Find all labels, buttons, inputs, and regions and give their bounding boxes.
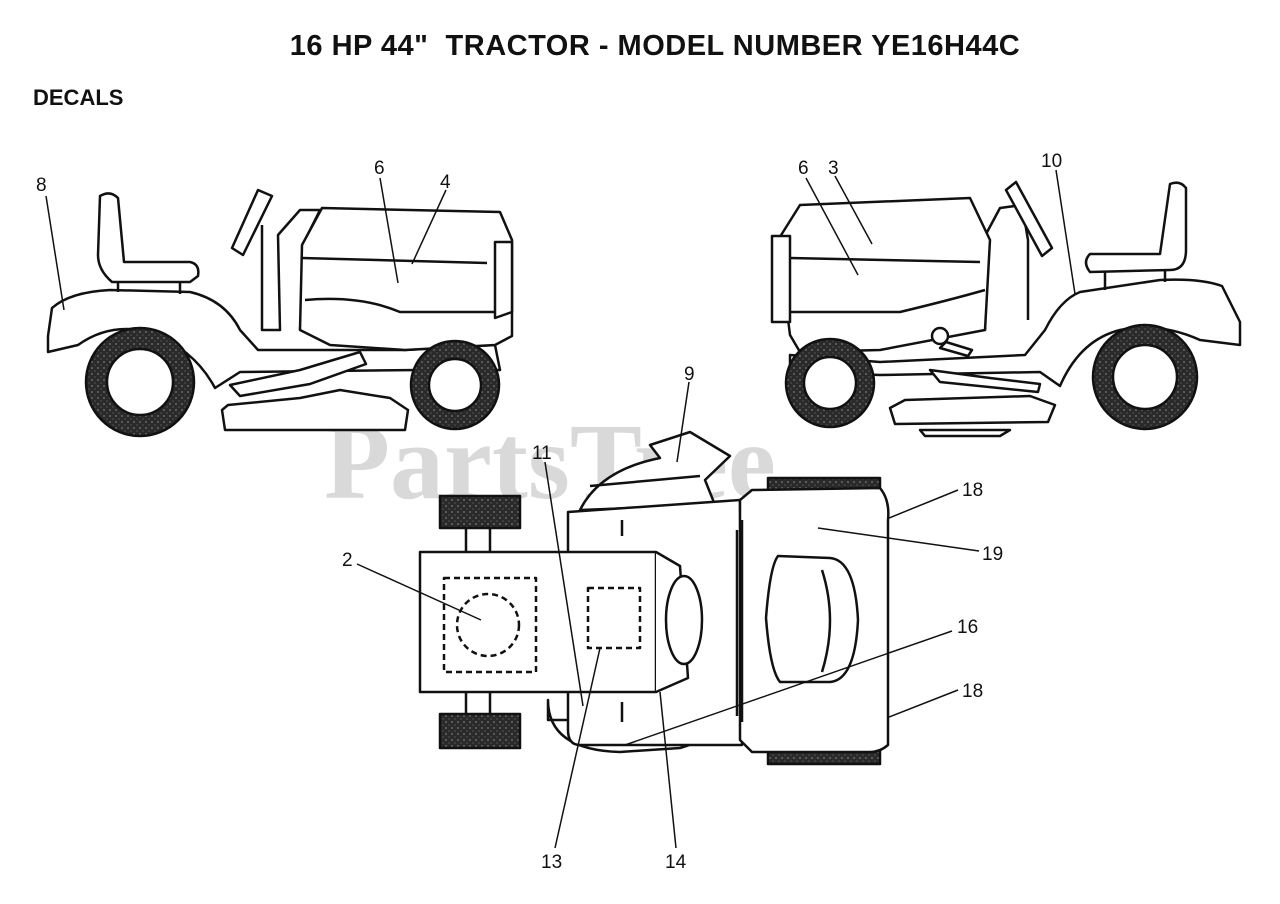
section-label: DECALS bbox=[33, 85, 124, 110]
callout-16: 16 bbox=[957, 617, 978, 638]
callout-19: 19 bbox=[982, 544, 1003, 565]
callout-13: 13 bbox=[541, 852, 562, 873]
diagram-title: 16 HP 44" TRACTOR - MODEL NUMBER YE16H44… bbox=[289, 30, 1021, 62]
callout-leader-lines bbox=[45, 169, 1076, 849]
tractor-top-view bbox=[418, 430, 890, 766]
callout-numbers: 8 6 4 6 3 10 9 11 2 18 19 16 18 13 14 bbox=[36, 151, 1062, 873]
callout-3: 3 bbox=[828, 158, 839, 179]
callout-6-right: 6 bbox=[798, 158, 809, 179]
callout-18-top: 18 bbox=[962, 480, 983, 501]
callout-2: 2 bbox=[342, 550, 353, 571]
callout-6-left: 6 bbox=[374, 158, 385, 179]
tractor-left-side-view bbox=[46, 188, 514, 438]
tractor-right-side-view bbox=[770, 180, 1242, 438]
callout-9: 9 bbox=[684, 364, 695, 385]
callout-14: 14 bbox=[665, 852, 687, 873]
callout-10: 10 bbox=[1041, 151, 1062, 172]
callout-8: 8 bbox=[36, 175, 47, 196]
callout-4: 4 bbox=[440, 172, 451, 193]
callout-11: 11 bbox=[532, 443, 552, 464]
callout-18-bottom: 18 bbox=[962, 681, 983, 702]
